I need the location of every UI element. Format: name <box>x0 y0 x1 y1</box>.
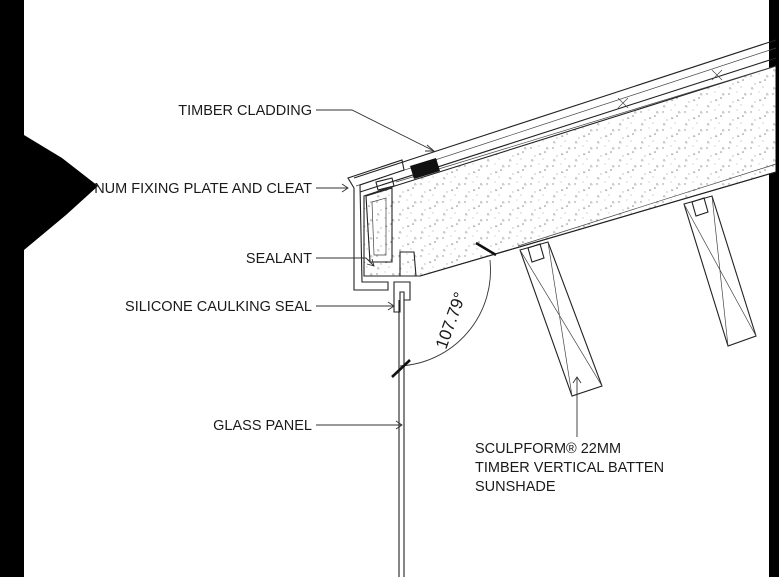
label-sealant: SEALANT <box>246 251 312 267</box>
label-glass-panel: GLASS PANEL <box>213 418 312 434</box>
glazing <box>393 281 411 577</box>
fascia-plate <box>347 159 405 291</box>
angle-tick-1 <box>475 241 497 257</box>
angle-tick-2 <box>391 359 411 378</box>
roof-assembly <box>347 39 777 291</box>
leaders <box>316 109 582 437</box>
sunshade-battens <box>519 195 757 397</box>
label-sunshade-line-2: TIMBER VERTICAL BATTEN <box>475 460 664 476</box>
paper-area <box>24 0 769 577</box>
labels: TIMBER CLADDING NUM FIXING PLATE AND CLE… <box>94 103 664 495</box>
label-caulking-seal: SILICONE CAULKING SEAL <box>125 299 312 315</box>
left-edge-shadow <box>24 135 98 250</box>
right-edge-strip <box>776 0 779 577</box>
label-sunshade-line-1: SCULPFORM® 22MM <box>475 441 621 457</box>
timber-cladding-layer <box>353 39 777 179</box>
black-gasket <box>410 158 440 179</box>
label-sunshade-line-3: SUNSHADE <box>475 479 556 495</box>
label-timber-cladding: TIMBER CLADDING <box>178 103 312 119</box>
angle-arc <box>399 259 491 367</box>
caulking-seal <box>393 281 411 313</box>
label-fixing-plate: NUM FIXING PLATE AND CLEAT <box>94 181 312 197</box>
